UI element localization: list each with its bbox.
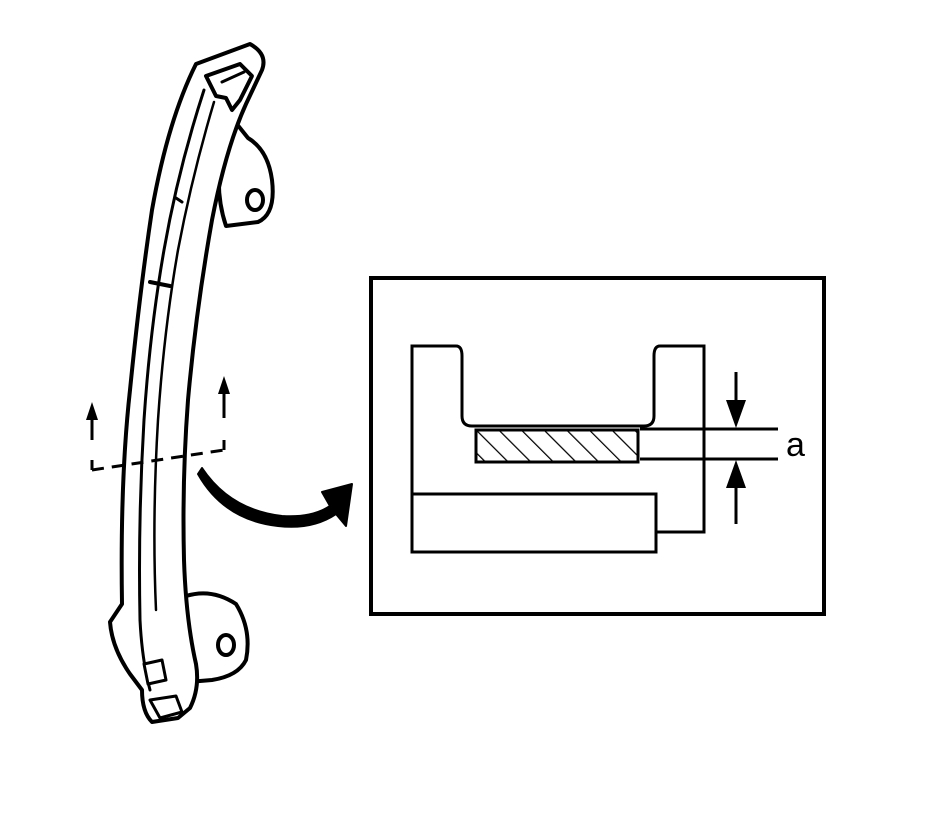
- section-cut-indicator: [86, 376, 230, 472]
- base-block-edge: [412, 492, 658, 532]
- dimension-arrow-top-head: [726, 400, 746, 428]
- section-cut-line: [90, 440, 226, 472]
- guide-rail-line: [138, 88, 206, 692]
- wear-pad-hatched: [474, 428, 640, 464]
- bottom-mounting-hole: [216, 633, 236, 657]
- section-arrow-left-head: [86, 402, 98, 420]
- detail-view: a: [369, 276, 826, 616]
- section-arrow-right-head: [218, 376, 230, 394]
- top-mounting-hole: [245, 188, 265, 212]
- bottom-foot: [142, 658, 168, 686]
- chain-guide-part: [108, 42, 275, 724]
- dimension-arrow-bottom-head: [726, 460, 746, 488]
- bottom-mounting-tab: [184, 591, 250, 684]
- top-hook: [204, 62, 254, 112]
- dimension-label-a: a: [786, 426, 805, 464]
- guide-body: [108, 42, 266, 724]
- callout-arrow: [197, 467, 353, 528]
